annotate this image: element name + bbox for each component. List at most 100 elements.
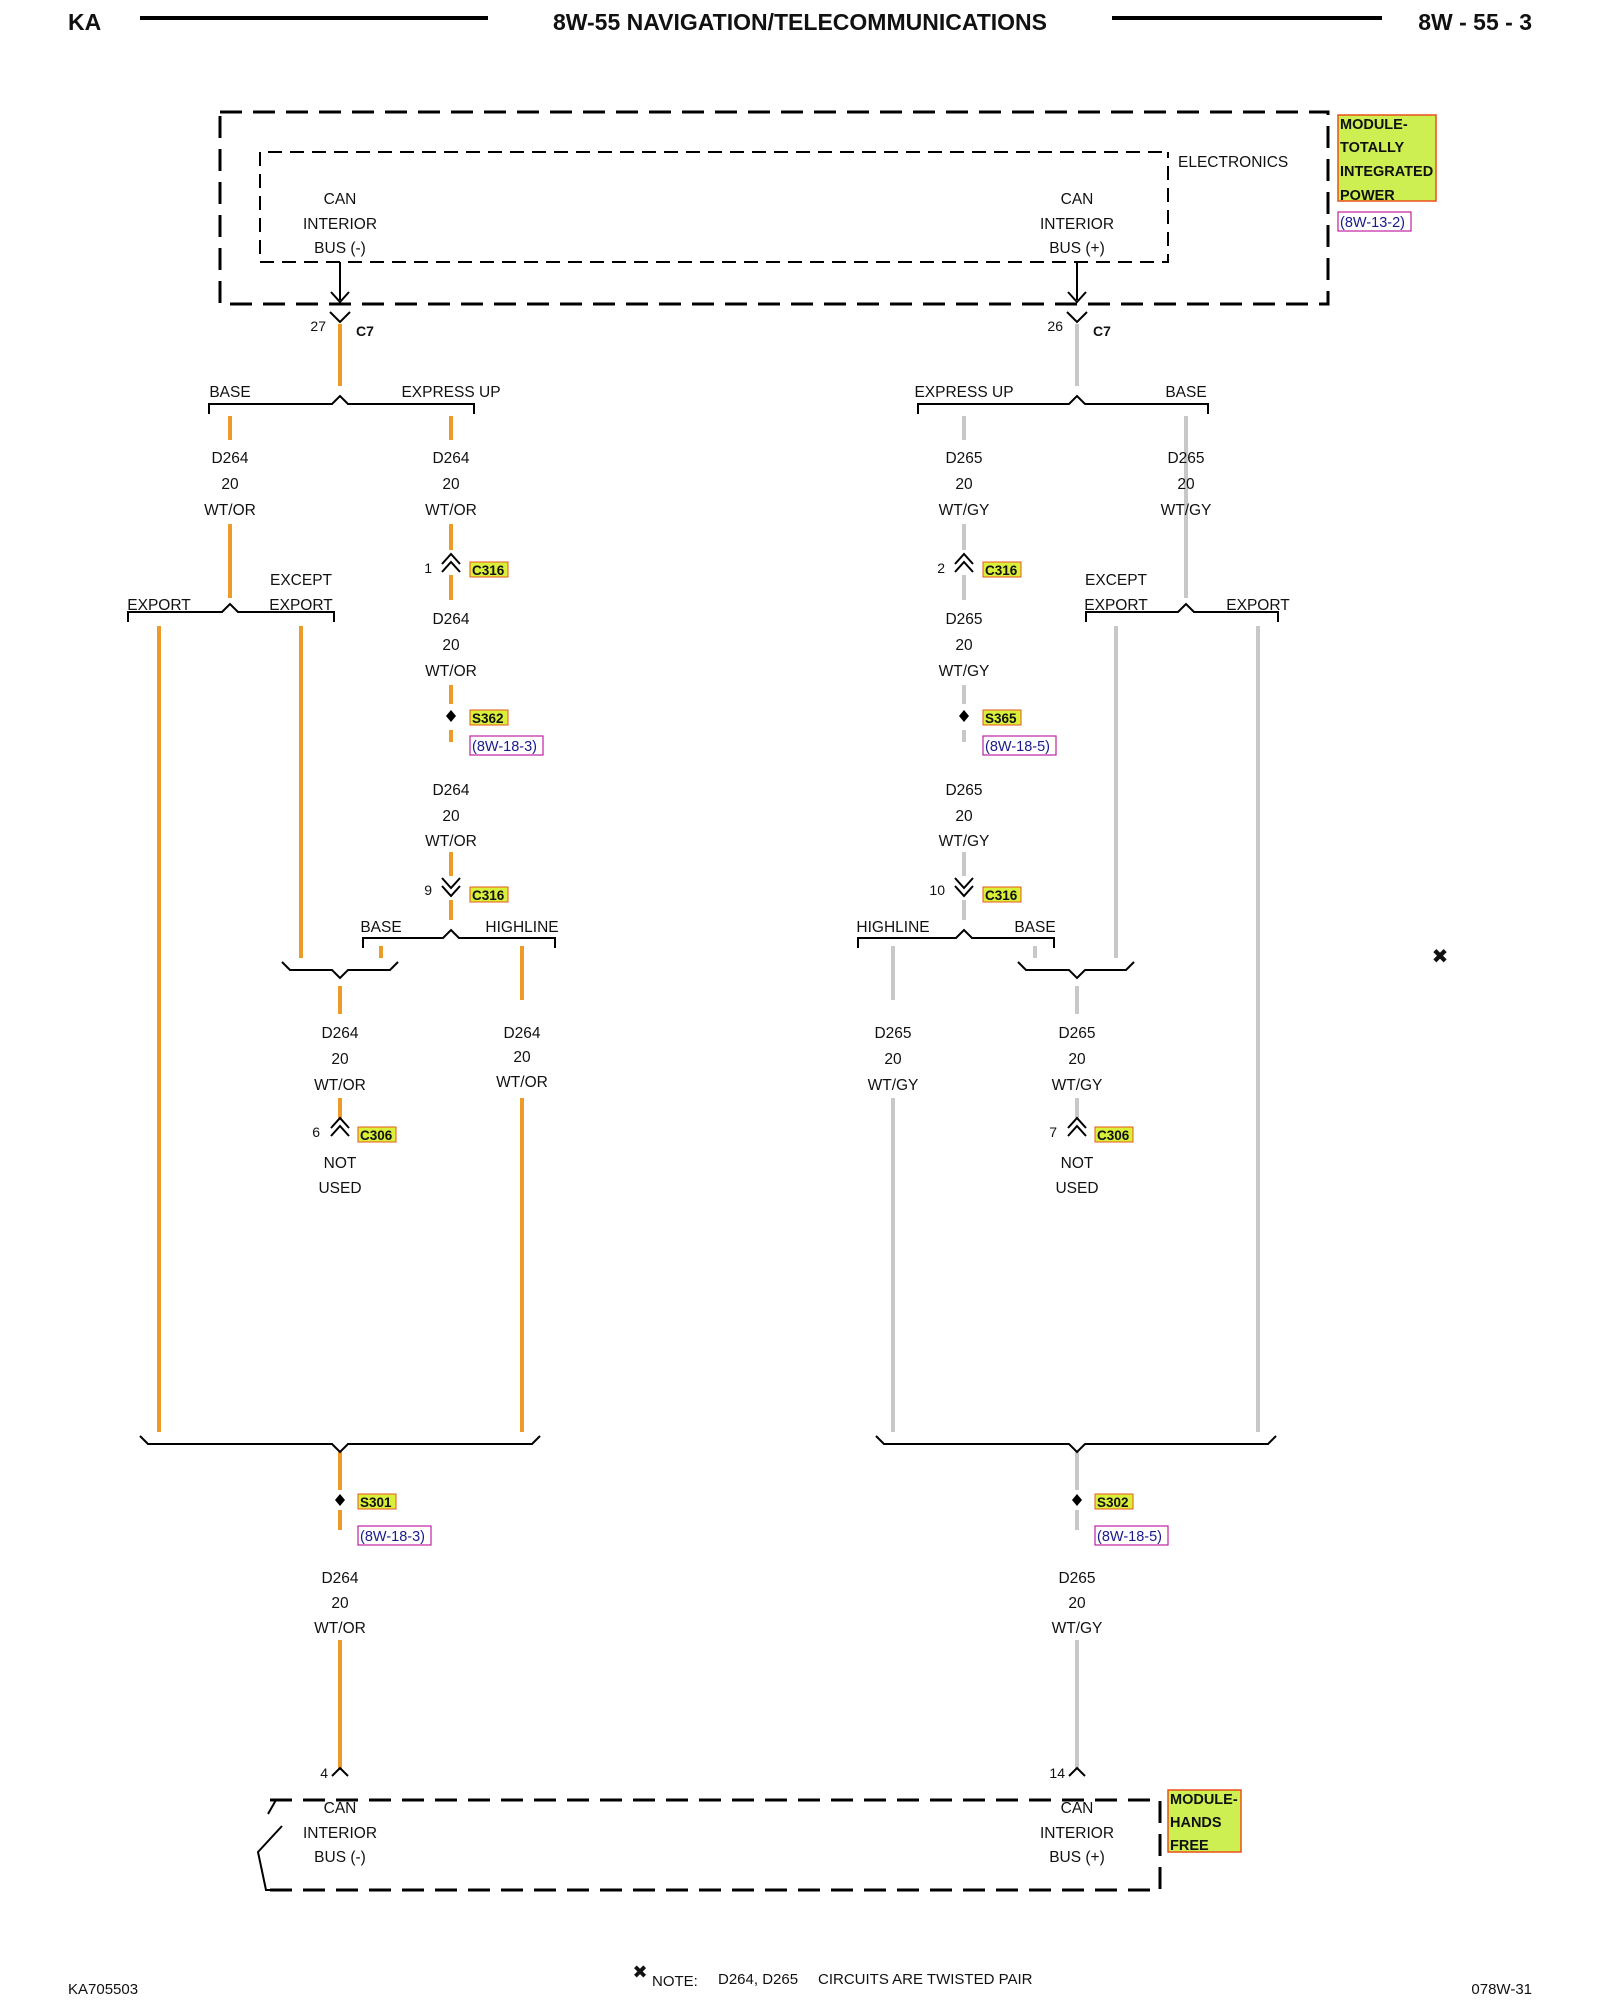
wire-color: WT/GY [939, 833, 990, 850]
c306-label: C306 [1097, 1128, 1130, 1143]
c7-left-terminal [329, 311, 351, 324]
wire-gauge: 20 [1068, 1051, 1086, 1068]
wire-gauge: 20 [955, 637, 973, 654]
tipm-module: ELECTRONICS MODULE- TOTALLY INTEGRATED P… [218, 110, 1437, 306]
wire-gauge: 20 [884, 1051, 902, 1068]
c306-terminal-icon [1067, 1116, 1087, 1137]
wire-circuit: D264 [211, 450, 248, 467]
wire-gauge: 20 [331, 1051, 349, 1068]
hfm-left-pin-label: INTERIOR [303, 1825, 377, 1842]
tipm-ref-box [1337, 211, 1412, 232]
hfm-left-pin-label: BUS (-) [314, 1849, 366, 1866]
splice-highlight [357, 1493, 397, 1510]
wire-circuit: D265 [945, 450, 982, 467]
not-used-label: USED [1055, 1180, 1098, 1197]
splice-s362-node [446, 710, 456, 722]
option-export: EXPORT [127, 597, 191, 614]
header-left-code: KA [68, 9, 101, 35]
wire-circuit: D264 [432, 611, 469, 628]
d264-wire-paths [157, 324, 524, 1770]
option-express-up: EXPRESS UP [914, 384, 1013, 401]
hfm-right-pin-label: CAN [1061, 1800, 1094, 1817]
c7-left-cavity: 27 [310, 318, 326, 334]
wire-circuit: D265 [1058, 1025, 1095, 1042]
option-labels: BASE EXPRESS UP EXPRESS UP BASE EXPORT E… [127, 384, 1290, 936]
tipm-outline [218, 110, 1330, 306]
splice-ref-box [982, 735, 1057, 756]
splice-highlight [1094, 1493, 1134, 1510]
note-text: CIRCUITS ARE TWISTED PAIR [818, 1971, 1033, 1988]
tipm-ref-link[interactable]: (8W-13-2) [1340, 215, 1405, 231]
splice-s302-label: S302 [1097, 1495, 1129, 1510]
c316-cavity: 10 [929, 882, 945, 898]
hfm-left-cavity: 4 [320, 1765, 328, 1781]
hfm-break-edge [256, 1799, 283, 1891]
wire-gauge: 20 [955, 476, 973, 493]
tipm-right-pin-label: BUS (+) [1049, 240, 1105, 257]
wire-gauge: 20 [513, 1049, 531, 1066]
option-base: BASE [209, 384, 250, 401]
option-express-up: EXPRESS UP [401, 384, 500, 401]
wire-circuit: D264 [432, 782, 469, 799]
c306-highlight [357, 1126, 397, 1143]
c316-cavity: 1 [424, 560, 432, 576]
c306-cavity: 7 [1049, 1124, 1057, 1140]
c316-cavity: 2 [937, 560, 945, 576]
wire-color: WT/GY [1052, 1077, 1103, 1094]
option-except: EXCEPT [1085, 572, 1148, 589]
splice-s365-node [959, 710, 969, 722]
wire-gauge: 20 [1177, 476, 1195, 493]
wire-circuit: D264 [321, 1025, 358, 1042]
hfm-left-pin-label: CAN [324, 1800, 357, 1817]
tipm-left-pin-label: CAN [324, 191, 357, 208]
c7-left-label: C7 [356, 323, 374, 339]
option-export: EXPORT [1084, 597, 1148, 614]
hfm-name-line: FREE [1170, 1838, 1209, 1854]
wire-color: WT/GY [939, 663, 990, 680]
c316-highlight [982, 561, 1022, 578]
c306-highlight [1094, 1126, 1134, 1143]
c306-label: C306 [360, 1128, 393, 1143]
wire-color: WT/GY [1161, 502, 1212, 519]
tipm-left-pin-label: BUS (-) [314, 240, 366, 257]
not-used-label: NOT [1061, 1155, 1094, 1172]
not-used-label: NOT [324, 1155, 357, 1172]
note-circuits: D264, D265 [718, 1971, 798, 1988]
hfm-right-cavity: 14 [1049, 1765, 1065, 1781]
option-base: BASE [360, 919, 401, 936]
splice-s302-node [1072, 1494, 1082, 1506]
electronics-label: ELECTRONICS [1178, 154, 1288, 171]
c316-terminal-icon [954, 552, 974, 573]
twisted-pair-marker-icon: ✖ [1432, 946, 1449, 968]
wire-gauge: 20 [442, 637, 460, 654]
c306-connectors: 6 C306 NOT USED 7 C306 NOT USED [312, 1116, 1134, 1197]
splice-s362-ref-link[interactable]: (8W-18-3) [472, 739, 537, 755]
c306-terminal-icon [330, 1116, 350, 1137]
c7-connectors: 27 C7 26 C7 [310, 311, 1111, 339]
wire-circuit: D265 [945, 782, 982, 799]
tipm-name-line: TOTALLY [1340, 140, 1405, 156]
splice-s302-ref-link[interactable]: (8W-18-5) [1097, 1529, 1162, 1545]
tipm-right-pin-label: CAN [1061, 191, 1094, 208]
wire-circuit: D265 [874, 1025, 911, 1042]
hfm-name-line: HANDS [1170, 1815, 1222, 1831]
splice-s365-ref-link[interactable]: (8W-18-5) [985, 739, 1050, 755]
splice-s301-ref-link[interactable]: (8W-18-3) [360, 1529, 425, 1545]
tipm-name-box [1337, 114, 1437, 202]
hfm-right-pin-label: BUS (+) [1049, 1849, 1105, 1866]
c316-highlight [982, 886, 1022, 903]
wire-circuit: D264 [503, 1025, 540, 1042]
tipm-name-line: POWER [1340, 188, 1395, 204]
splice-s301-label: S301 [360, 1495, 392, 1510]
not-used-label: USED [318, 1180, 361, 1197]
hfm-right-terminal [1068, 1766, 1086, 1777]
option-except: EXCEPT [270, 572, 333, 589]
splice-s301-node [335, 1494, 345, 1506]
wire-labels-d265: D265 20 WT/GY D265 20 WT/GY D265 20 WT/G… [868, 450, 1212, 1637]
wire-color: WT/GY [868, 1077, 919, 1094]
page-footer: KA705503 ✖ NOTE: D264, D265 CIRCUITS ARE… [68, 1962, 1532, 1998]
electronics-outline [259, 151, 1169, 263]
note-marker-icon: ✖ [632, 1962, 647, 1982]
hfm-name-line: MODULE- [1170, 1792, 1238, 1808]
wire-color: WT/OR [425, 663, 477, 680]
